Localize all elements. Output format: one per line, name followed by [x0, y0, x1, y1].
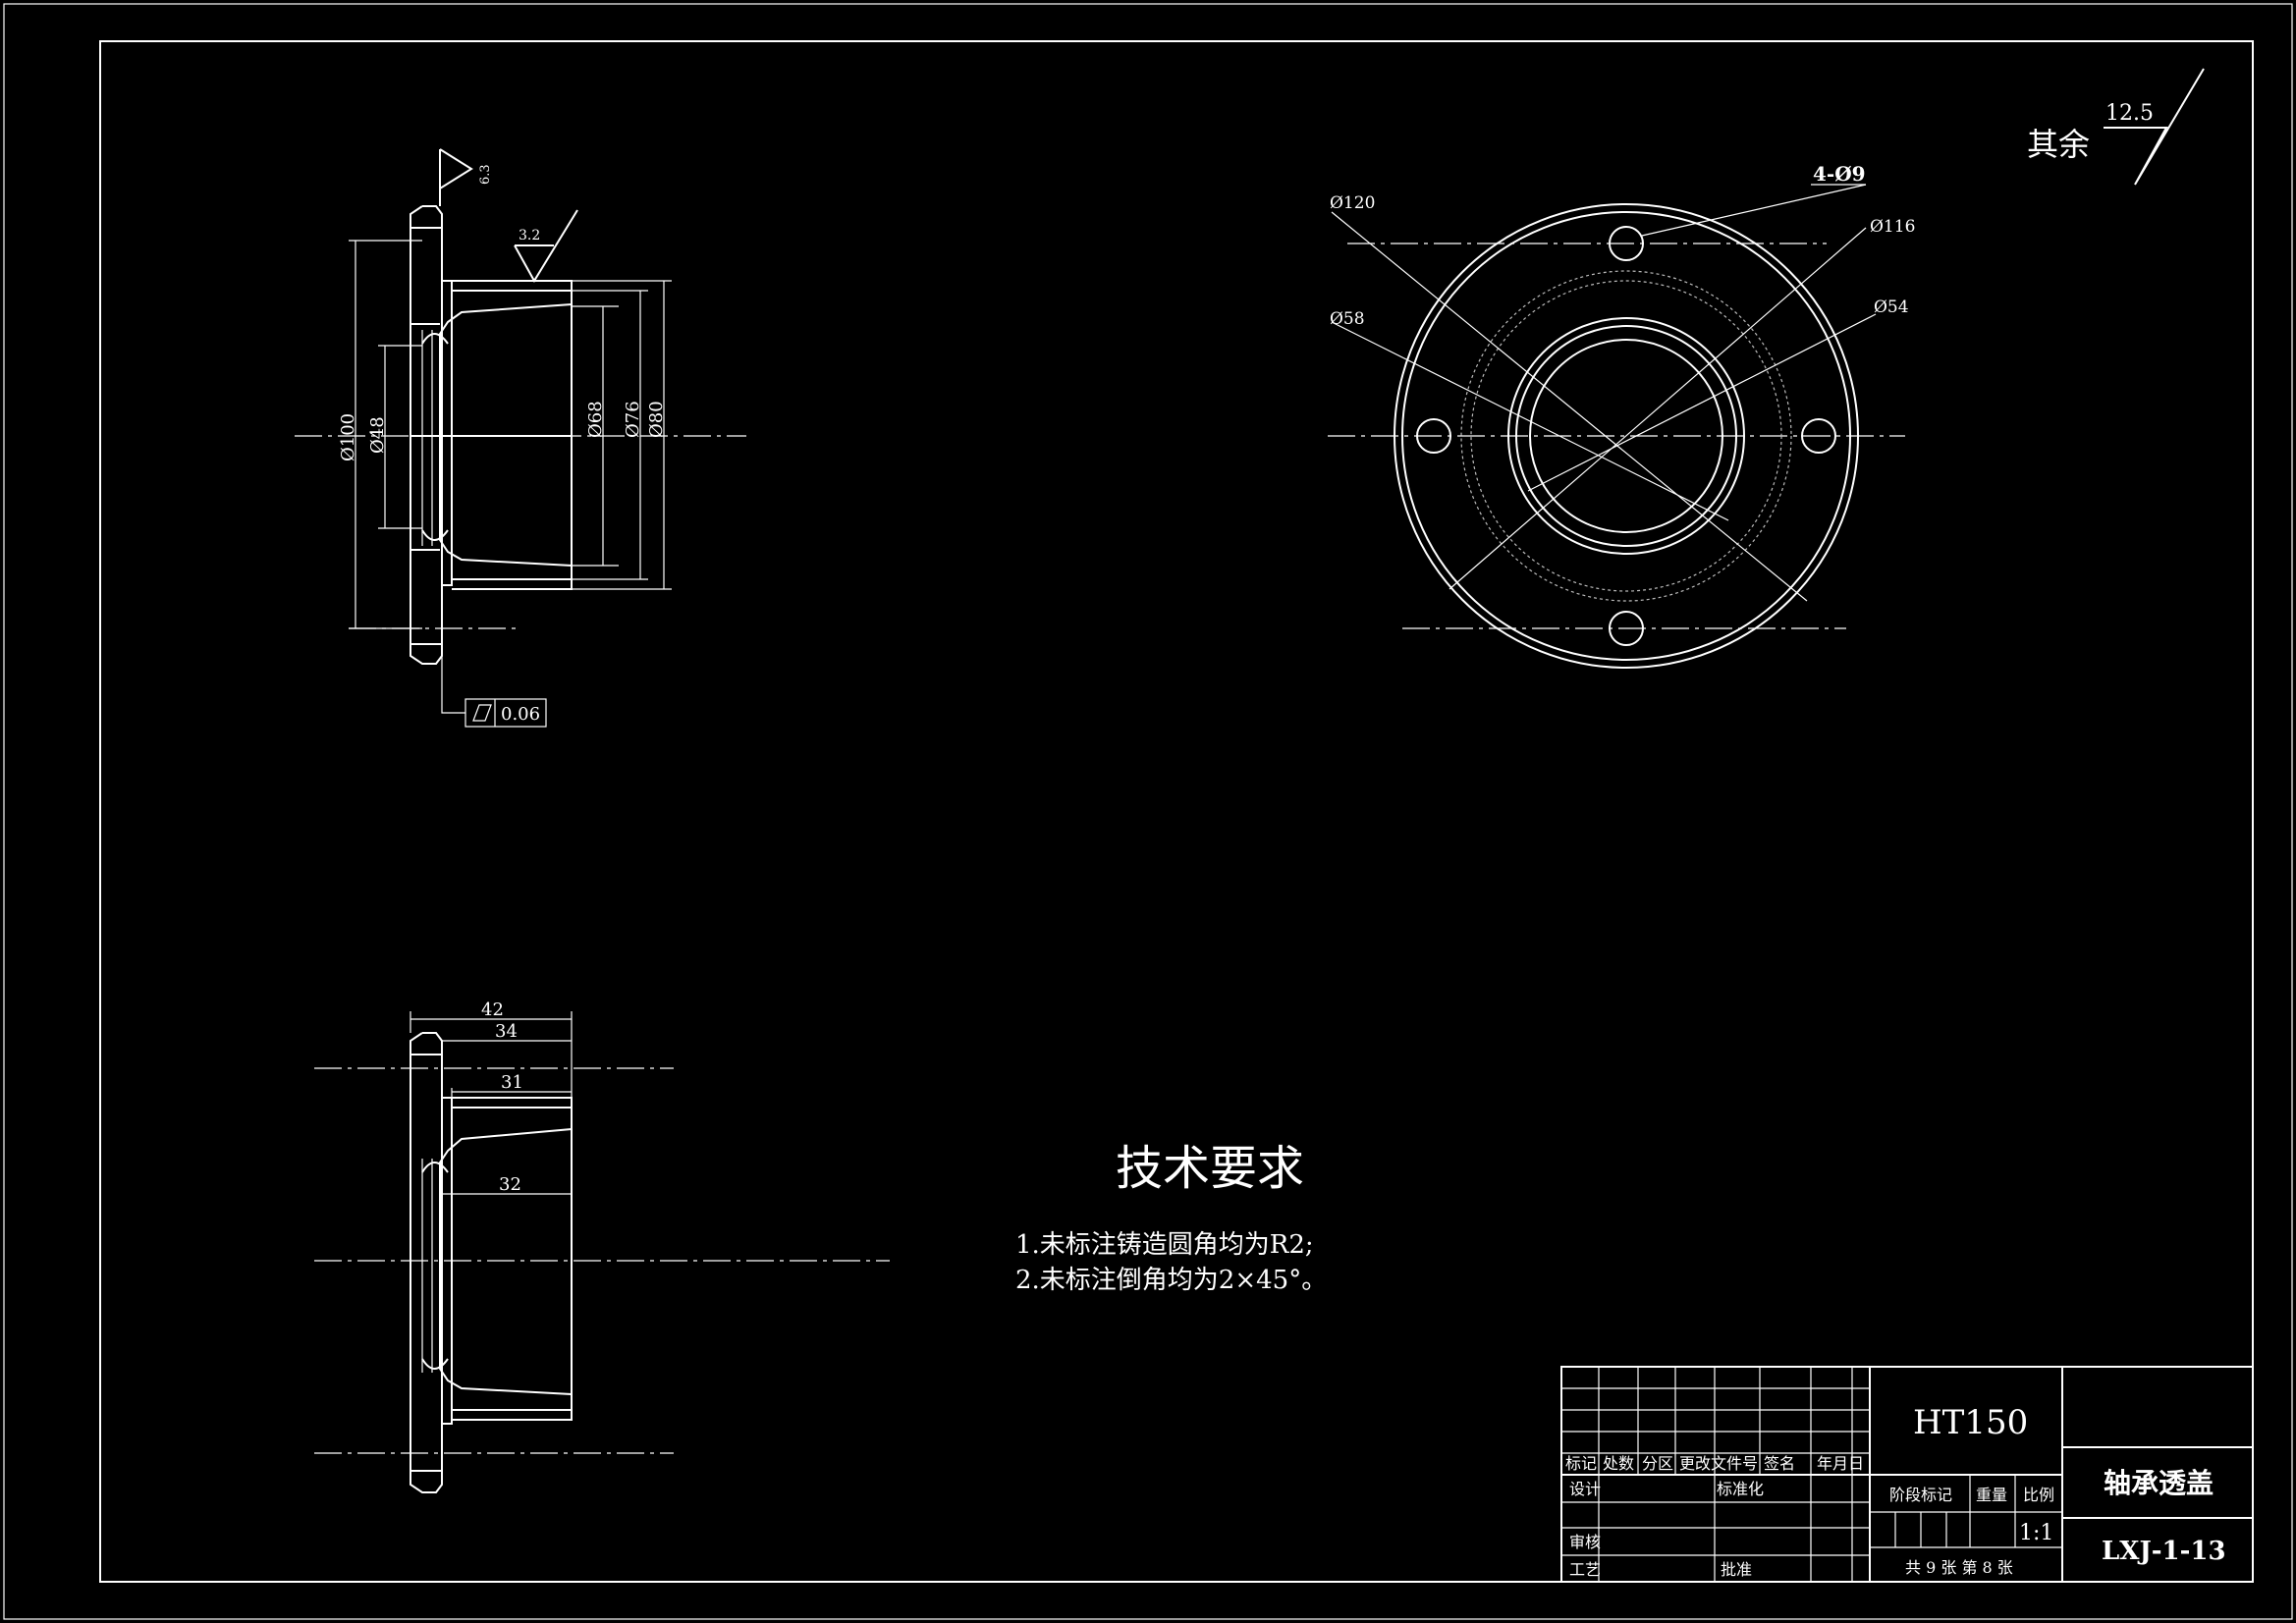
header-weight: 重量 — [1976, 1486, 2007, 1504]
row-approve: 批准 — [1721, 1560, 1752, 1579]
sheet-count: 共 9 张 第 8 张 — [1905, 1558, 2013, 1577]
bolt-hole — [1801, 418, 1836, 454]
len-32: 32 — [499, 1174, 521, 1195]
row-review: 审核 — [1569, 1533, 1601, 1551]
row-process: 工艺 — [1569, 1560, 1601, 1579]
bolt-hole — [1609, 611, 1644, 646]
dim-d120: Ø120 — [1330, 193, 1375, 213]
drawing-frame — [99, 40, 2254, 1583]
dim-d100: Ø100 — [338, 413, 358, 461]
requirements-title: 技术要求 — [1116, 1141, 1304, 1196]
dim-d116: Ø116 — [1870, 217, 1915, 237]
len-34: 34 — [495, 1021, 518, 1042]
technical-requirements: 技术要求 1.未标注铸造圆角均为R2; 2.未标注倒角均为2×45°。 — [1015, 1141, 1327, 1295]
title-block: HT150 轴承透盖 LXJ-1-13 1:1 共 9 张 第 8 张 标记 处… — [1560, 1366, 2254, 1583]
side-view: Ø100 Ø48 Ø68 Ø76 Ø80 6.3 3.2 0.06 — [295, 148, 746, 728]
dim-d76: Ø76 — [623, 401, 643, 438]
dim-d58: Ø58 — [1330, 309, 1365, 329]
outer-border — [3, 3, 2293, 1620]
header-stage: 阶段标记 — [1889, 1486, 1952, 1504]
drawing-number: LXJ-1-13 — [2102, 1537, 2226, 1566]
header-zone: 分区 — [1642, 1454, 1673, 1473]
front-view: 4-Ø9 Ø120 Ø116 Ø58 Ø54 — [1328, 162, 1915, 669]
header-change-doc: 更改文件号 — [1679, 1454, 1758, 1473]
header-sign: 签名 — [1764, 1454, 1795, 1473]
dim-d54: Ø54 — [1874, 298, 1909, 317]
header-count: 处数 — [1603, 1454, 1634, 1473]
header-mark: 标记 — [1565, 1454, 1597, 1473]
surface-finish-rest-value: 12.5 — [2105, 101, 2154, 126]
header-scale: 比例 — [2023, 1486, 2054, 1504]
bolt-hole — [1609, 226, 1644, 261]
row-standard: 标准化 — [1717, 1480, 1764, 1498]
material: HT150 — [1913, 1403, 2028, 1442]
section-view: 42 34 31 32 — [314, 1000, 890, 1493]
len-31: 31 — [501, 1072, 523, 1093]
hole-callout: 4-Ø9 — [1813, 162, 1866, 186]
scale-value: 1:1 — [2019, 1521, 2053, 1545]
header-date: 年月日 — [1817, 1454, 1864, 1473]
roughness-face: 6.3 — [478, 164, 493, 185]
requirement-1: 1.未标注铸造圆角均为R2; — [1015, 1230, 1314, 1260]
requirement-2: 2.未标注倒角均为2×45°。 — [1015, 1266, 1327, 1295]
len-42: 42 — [481, 1000, 504, 1020]
dim-d80: Ø80 — [646, 401, 667, 438]
bolt-hole — [1416, 418, 1451, 454]
surface-finish-rest-symbol: 其余 12.5 — [2027, 68, 2205, 186]
roughness-bore: 3.2 — [519, 228, 540, 243]
part-name: 轴承透盖 — [2104, 1467, 2214, 1499]
flatness-tolerance: 0.06 — [501, 704, 540, 725]
dim-d68: Ø68 — [585, 401, 606, 438]
row-design: 设计 — [1569, 1480, 1601, 1498]
dim-d48: Ø48 — [367, 416, 388, 454]
surface-finish-rest-label: 其余 — [2027, 126, 2090, 163]
